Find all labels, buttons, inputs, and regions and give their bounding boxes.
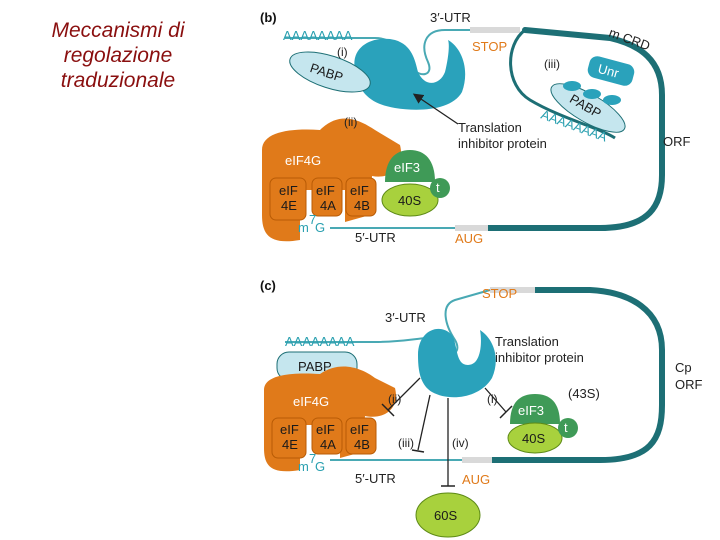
panel-b-trna (430, 178, 450, 198)
panel-b-orf-label: ORF (663, 134, 691, 149)
panel-b: (b) eIF4G eIF 4E eIF 4A eIF 4B eIF3 40S … (260, 10, 691, 246)
panel-b-eif4a-label-1: eIF (316, 183, 335, 198)
panel-b-mcrd-label: m CRD (607, 25, 652, 54)
panel-b-m7g-g: G (315, 220, 325, 235)
panel-b-eif4b-label-1: eIF (350, 183, 369, 198)
panel-b-40s-label: 40S (398, 193, 421, 208)
panel-b-aug-label: AUG (455, 231, 483, 246)
panel-b-3utr-label: 3′-UTR (430, 10, 471, 25)
panel-b-inhibitor-arrow (412, 93, 459, 125)
panel-b-eif4b (345, 177, 377, 217)
panel-b-label: (b) (260, 10, 277, 25)
panel-b-eif4g-label: eIF4G (285, 153, 321, 168)
panel-b-poly-a: AAAAAAAA (283, 28, 353, 43)
panel-c-40s-label: 40S (522, 431, 545, 446)
panel-b-eif4e-label-1: eIF (279, 183, 298, 198)
panel-b-pabp (289, 51, 371, 93)
panel-c-eif4e-label-2: 4E (282, 437, 298, 452)
panel-c-eif3-label: eIF3 (518, 403, 544, 418)
panel-c-3utr-label: 3′-UTR (385, 310, 426, 325)
title-line-2: regolazione (63, 44, 173, 67)
panel-b-mark-ii: (ii) (344, 115, 357, 129)
panel-c-mark-i: (i) (487, 392, 498, 406)
panel-b-mark-i: (i) (337, 45, 348, 59)
panel-c-m7g-m: m (298, 459, 309, 474)
title-line-3: traduzionale (60, 69, 176, 92)
panel-c-eif4b-label-1: eIF (350, 422, 369, 437)
panel-c-eif4g-label: eIF4G (293, 394, 329, 409)
panel-b-mark-iii: (iii) (544, 57, 560, 71)
panel-c-inhibition-ii-bar (381, 403, 395, 417)
panel-c-inhibitor-label-1: Translation (495, 334, 559, 349)
panel-c-eif4e (271, 417, 307, 459)
panel-c-inhibition-i-bar (499, 405, 513, 419)
panel-c-mark-iv: (iv) (452, 436, 469, 450)
panel-c-poly-a: AAAAAAAA (285, 334, 355, 349)
panel-c: (c) PABP eIF4G eIF 4E eIF 4A eIF 4B eIF3… (260, 278, 703, 538)
panel-b-stop-label: STOP (472, 39, 507, 54)
panel-b-eif4b-label-2: 4B (354, 198, 370, 213)
panel-b-t-label: t (436, 180, 440, 195)
panel-b-eif4e-label-2: 4E (281, 198, 297, 213)
panel-b-eif4a-label-2: 4A (320, 198, 336, 213)
panel-c-inhibitor-protein (418, 328, 496, 398)
panel-c-mark-iii: (iii) (398, 436, 414, 450)
panel-c-inhibition-iii (417, 394, 431, 451)
panel-b-eif3-label: eIF3 (394, 160, 420, 175)
panel-c-60s (415, 492, 481, 538)
panel-c-m7g-g: G (315, 459, 325, 474)
panel-c-orf-label: ORF (675, 377, 703, 392)
panel-c-mrna-orf (487, 287, 665, 463)
panel-c-aug-label: AUG (462, 472, 490, 487)
panel-b-eif4a (311, 177, 343, 217)
slide-title: Meccanismi di regolazione traduzionale (18, 18, 218, 93)
panel-c-cp-label: Cp (675, 360, 692, 375)
panel-c-43s-label: (43S) (568, 386, 600, 401)
panel-b-m7g-7: 7 (309, 212, 316, 227)
panel-c-eif4a-label-2: 4A (320, 437, 336, 452)
panel-c-5utr-label: 5′-UTR (355, 471, 396, 486)
panel-c-mark-ii: (ii) (388, 392, 401, 406)
panel-b-inhibitor-protein (354, 38, 466, 110)
panel-c-eif4b-label-2: 4B (354, 437, 370, 452)
panel-b-mrna-orf (482, 27, 665, 231)
panel-c-eif3 (510, 394, 560, 424)
panel-c-inhibitor-label-2: inhibitor protein (495, 350, 584, 365)
panel-c-eif4b (345, 417, 377, 455)
panel-c-eif4a (311, 417, 343, 455)
panel-c-trna (558, 418, 578, 438)
panel-b-mcrd-loop (509, 28, 616, 140)
panel-b-inhibitor-label-1: Translation (458, 120, 522, 135)
panel-c-60s-label: 60S (434, 508, 457, 523)
panel-c-stop-label: STOP (482, 286, 517, 301)
panel-b-eif4e (269, 177, 307, 221)
panel-c-eif4a-label-1: eIF (316, 422, 335, 437)
title-line-1: Meccanismi di (51, 19, 185, 42)
panel-b-unr-label: Unr (596, 61, 621, 81)
panel-b-5utr-label: 5′-UTR (355, 230, 396, 245)
panel-c-40s (507, 422, 563, 454)
panel-c-inhibition-iii-bar (411, 449, 425, 453)
panel-b-eif3 (385, 150, 435, 182)
panel-c-pabp-label: PABP (298, 359, 332, 374)
panel-b-unr-bead-1 (563, 81, 581, 91)
panel-b-unr (587, 56, 635, 86)
panel-c-eif4e-label-1: eIF (280, 422, 299, 437)
panel-b-unr-bead-2 (583, 89, 601, 99)
panel-b-m7g-m: m (298, 220, 309, 235)
panel-c-inhibition-i (484, 387, 507, 413)
panel-c-m7g-7: 7 (309, 451, 316, 466)
panel-c-label: (c) (260, 278, 276, 293)
panel-b-40s (381, 183, 439, 217)
panel-b-inhibitor-label-2: inhibitor protein (458, 136, 547, 151)
panel-c-inhibition-ii (387, 377, 421, 411)
panel-b-unr-bead-3 (603, 95, 621, 105)
panel-c-t-label: t (564, 420, 568, 435)
